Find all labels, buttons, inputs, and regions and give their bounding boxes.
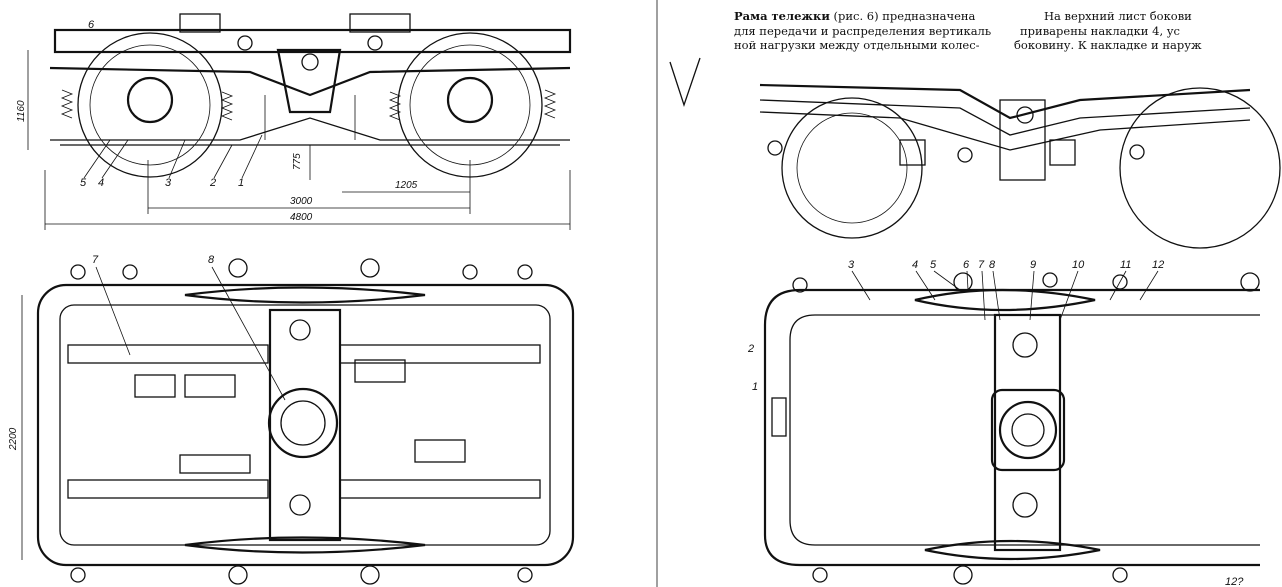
hand-check-mark	[669, 57, 701, 108]
label-r9: 9	[1030, 259, 1036, 271]
bogie-side-elevation: 1160 775 1205 3000 4800 6 5 4 3 2 1	[16, 13, 572, 230]
dim-1160: 1160	[16, 100, 27, 122]
label-r2: 2	[747, 343, 754, 355]
label-r7: 7	[978, 259, 985, 271]
dim-775: 775	[292, 153, 303, 170]
dim-1205: 1205	[395, 180, 418, 191]
label-r1: 1	[752, 381, 758, 393]
label-2: 2	[209, 177, 216, 189]
text-left-line-3: ной нагрузки между отдельными колес-	[734, 38, 980, 52]
label-r6: 6	[963, 259, 970, 271]
label-3: 3	[165, 177, 172, 189]
text-right-line-3: боковину. К накладке и наруж	[1014, 38, 1202, 52]
wheel-right	[397, 32, 543, 178]
text-right-line-2: приварены накладки 4, ус	[1020, 23, 1180, 38]
wheel-left	[77, 32, 223, 178]
label-r12: 12	[1152, 259, 1164, 271]
label-r11: 11	[1120, 259, 1131, 271]
frame-side-elevation	[759, 83, 1281, 249]
label-r4: 4	[912, 259, 918, 271]
text-column-right: На верхний лист бокови приварены накладк…	[1014, 9, 1276, 53]
label-r8: 8	[989, 259, 996, 271]
label-r10: 10	[1072, 259, 1085, 271]
dim-2200: 2200	[8, 427, 19, 451]
label-7: 7	[92, 254, 99, 266]
text-left-line-1: Рама тележки (рис. 6) предназначена	[734, 9, 1004, 24]
label-r3: 3	[848, 259, 855, 271]
dim-4800: 4800	[290, 212, 313, 223]
page-number-fragment: 12?	[1225, 576, 1244, 587]
label-1: 1	[238, 177, 244, 189]
text-right-line-1: На верхний лист бокови	[1044, 9, 1192, 23]
label-r5: 5	[930, 259, 937, 271]
term-bold: Рама тележки	[734, 9, 830, 23]
frame-plan-view: 3 4 5 6 7 8 9 10 11 12 2 1 12?	[747, 259, 1260, 587]
text-left-line-2: для передачи и распределения вертикаль	[734, 23, 992, 38]
dim-3000: 3000	[290, 196, 313, 207]
text-column-left: Рама тележки (рис. 6) предназначена для …	[734, 9, 1004, 53]
bogie-plan-view: 2200 7 8	[8, 254, 575, 585]
label-5: 5	[80, 177, 87, 189]
label-8: 8	[208, 254, 215, 266]
label-6: 6	[88, 19, 95, 31]
label-4: 4	[98, 177, 104, 189]
text-left-line-1-rest: (рис. 6) предназначена	[833, 9, 976, 23]
